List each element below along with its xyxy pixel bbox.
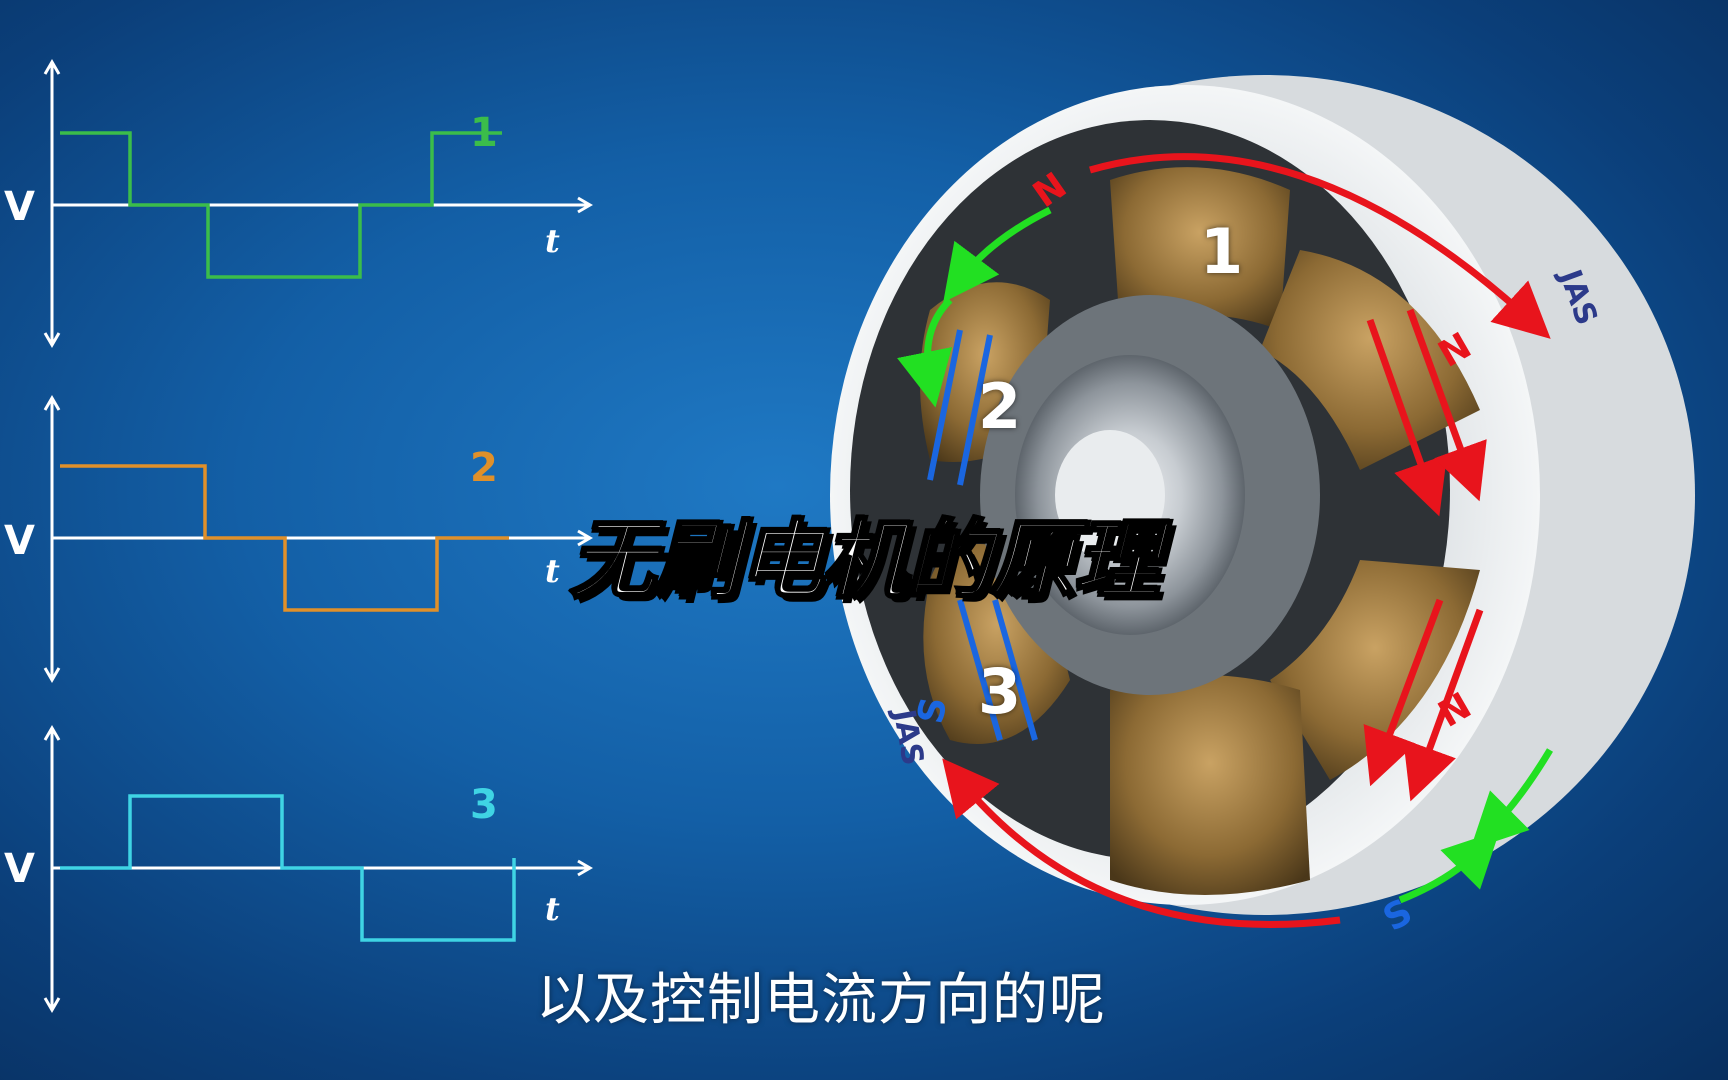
axis-2-y-label: V — [4, 518, 35, 564]
coil-upper-right — [1260, 250, 1480, 470]
axis-3-x-label: t — [545, 890, 560, 928]
waveform-1-line — [60, 131, 502, 279]
video-title-overlay: 无刷电机的原理 — [569, 510, 1162, 613]
waveform-3-number: 3 — [470, 782, 498, 828]
y-axis-arrow-down-2 — [43, 667, 61, 683]
y-axis-arrow-up-1 — [43, 59, 61, 75]
y-axis-arrow-down-3 — [43, 997, 61, 1013]
axis-3-y-label: V — [4, 846, 35, 892]
coil-lower-right — [1270, 560, 1480, 780]
coil-number-1: 1 — [1200, 215, 1244, 288]
coil-top — [1110, 167, 1290, 330]
waveform-2-line — [60, 464, 509, 612]
coil-bottom — [1110, 675, 1310, 895]
waveform-1-number: 1 — [470, 110, 498, 156]
x-axis-arrow-1 — [577, 196, 593, 214]
x-axis-arrow-3 — [577, 859, 593, 877]
axis-1-y-label: V — [4, 184, 35, 230]
positive-current-arrows — [942, 153, 1551, 928]
motor-illustration — [830, 75, 1695, 928]
axis-2-x-label: t — [545, 552, 560, 590]
waveform-2-number: 2 — [470, 445, 498, 491]
x-axis-arrow-2 — [577, 529, 593, 547]
video-subtitle: 以及控制电流方向的呢 — [536, 968, 1106, 1033]
shaft — [1055, 430, 1165, 560]
axis-1-x-label: t — [545, 222, 560, 260]
coil-number-2: 2 — [978, 370, 1022, 443]
waveform-3-line — [60, 794, 516, 942]
y-axis-arrow-up-2 — [43, 395, 61, 411]
waveform-series — [60, 131, 516, 942]
field-arrows — [897, 206, 1554, 904]
y-axis-arrow-up-3 — [43, 725, 61, 741]
coil-number-3: 3 — [978, 655, 1022, 728]
y-axis-arrow-down-1 — [43, 332, 61, 348]
